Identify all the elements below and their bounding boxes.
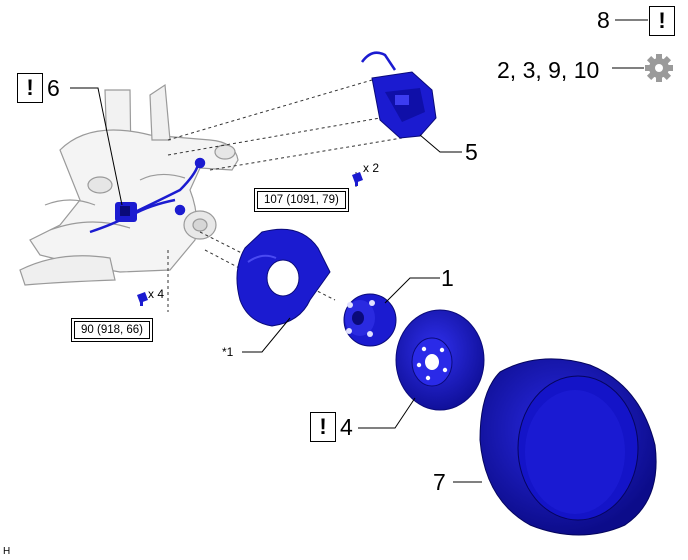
gear-icon [645, 54, 673, 82]
leader-lines [70, 19, 648, 483]
corner-mark: H [3, 546, 11, 557]
axle-hub-part-1 [343, 293, 397, 347]
warning-icon-6: ! [17, 73, 43, 103]
torque-spec-lower-text: 90 (918, 66) [74, 321, 151, 339]
torque-spec-upper-text: 107 (1091, 79) [257, 191, 346, 209]
knuckle-assembly-sketch [19, 83, 239, 286]
callout-4: 4 [340, 414, 353, 440]
callout-7: 7 [433, 469, 446, 495]
callout-1: 1 [441, 265, 454, 291]
callout-5: 5 [465, 139, 478, 165]
callout-8: 8 [597, 7, 610, 33]
torque-spec-upper: 107 (1091, 79) [254, 188, 349, 212]
wheel-tire-part-7 [479, 358, 657, 536]
callout-star1: *1 [222, 345, 234, 359]
brake-disc-part-4 [395, 309, 485, 411]
callout-2-3-9-10: 2, 3, 9, 10 [497, 57, 600, 83]
bolt-lower [137, 292, 148, 306]
callout-6: 6 [47, 75, 60, 101]
bolt-upper [352, 172, 363, 186]
bolt-qty-lower: x 4 [148, 287, 165, 301]
warning-icon-8: ! [649, 6, 675, 36]
dust-cover-part-star1 [236, 228, 331, 327]
brake-caliper-part-5 [360, 51, 437, 139]
torque-spec-lower: 90 (918, 66) [71, 318, 154, 342]
warning-icon-4: ! [310, 412, 336, 442]
speed-sensor-part-6 [115, 202, 137, 222]
bolt-qty-upper: x 2 [363, 161, 380, 175]
